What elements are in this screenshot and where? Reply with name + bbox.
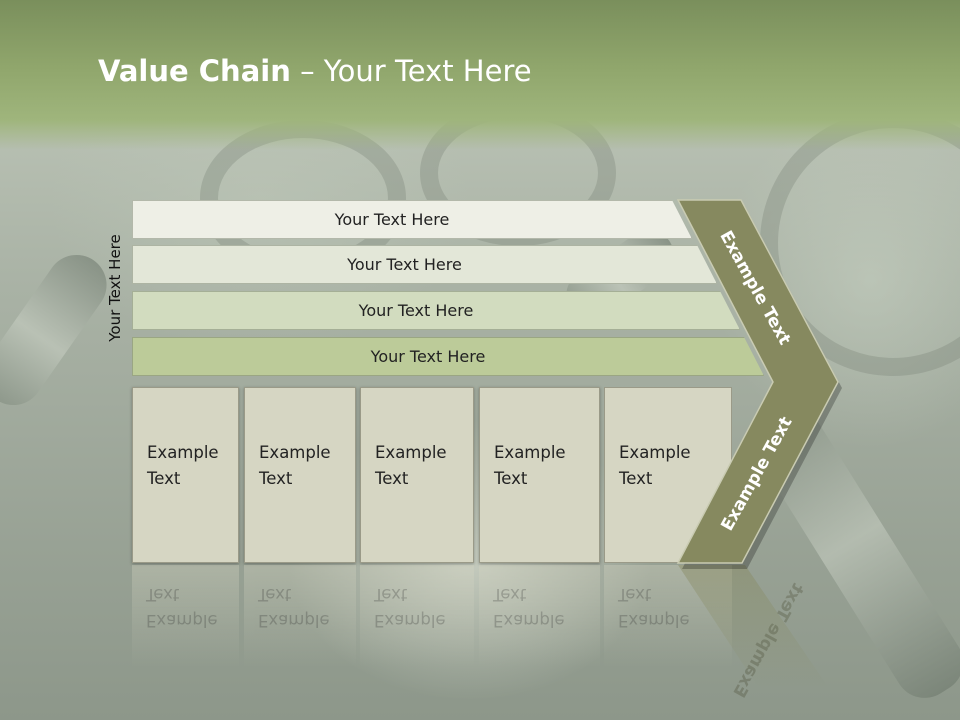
refl-3-line1: Example xyxy=(374,611,446,630)
title-band xyxy=(0,0,960,150)
box-1-line1: Example xyxy=(147,443,219,462)
box-5-line1: Example xyxy=(619,443,691,462)
bar-3-label: Your Text Here xyxy=(358,301,474,320)
bar-1-label: Your Text Here xyxy=(334,210,450,229)
box-4-line2: Text xyxy=(494,469,528,488)
bar-1[interactable]: Your Text Here xyxy=(132,200,692,239)
refl-4-line2: Text xyxy=(493,585,527,604)
box-5-reflection: Example Text xyxy=(604,565,732,685)
box-2-line2: Text xyxy=(259,469,293,488)
box-3-line2: Text xyxy=(375,469,409,488)
chevron-arrow[interactable] xyxy=(676,199,839,564)
refl-1-line2: Text xyxy=(146,585,180,604)
slide-title: Value Chain – Your Text Here xyxy=(98,54,532,88)
refl-1-line1: Example xyxy=(146,611,218,630)
box-4-line1: Example xyxy=(494,443,566,462)
bar-2[interactable]: Your Text Here xyxy=(132,245,717,284)
box-3-line1: Example xyxy=(375,443,447,462)
bar-2-label: Your Text Here xyxy=(347,255,462,274)
refl-2-line1: Example xyxy=(258,611,330,630)
box-4-reflection: Example Text xyxy=(479,565,600,685)
refl-4-line1: Example xyxy=(493,611,565,630)
bar-3[interactable]: Your Text Here xyxy=(132,291,740,330)
box-2-reflection: Example Text xyxy=(244,565,356,685)
refl-3-line2: Text xyxy=(374,585,408,604)
box-1-line2: Text xyxy=(147,469,181,488)
box-1-reflection: Example Text xyxy=(132,565,239,685)
box-3-reflection: Example Text xyxy=(360,565,474,685)
refl-2-line2: Text xyxy=(258,585,292,604)
vertical-label-text: Your Text Here xyxy=(106,234,124,342)
title-rest: – Your Text Here xyxy=(290,54,532,88)
box-2-line1: Example xyxy=(259,443,331,462)
title-bold: Value Chain xyxy=(98,54,291,88)
refl-5-line1: Example xyxy=(618,611,690,630)
bar-4-label: Your Text Here xyxy=(370,347,486,366)
bar-4[interactable]: Your Text Here xyxy=(132,337,764,376)
box-5-line2: Text xyxy=(619,469,653,488)
refl-5-line2: Text xyxy=(618,585,652,604)
